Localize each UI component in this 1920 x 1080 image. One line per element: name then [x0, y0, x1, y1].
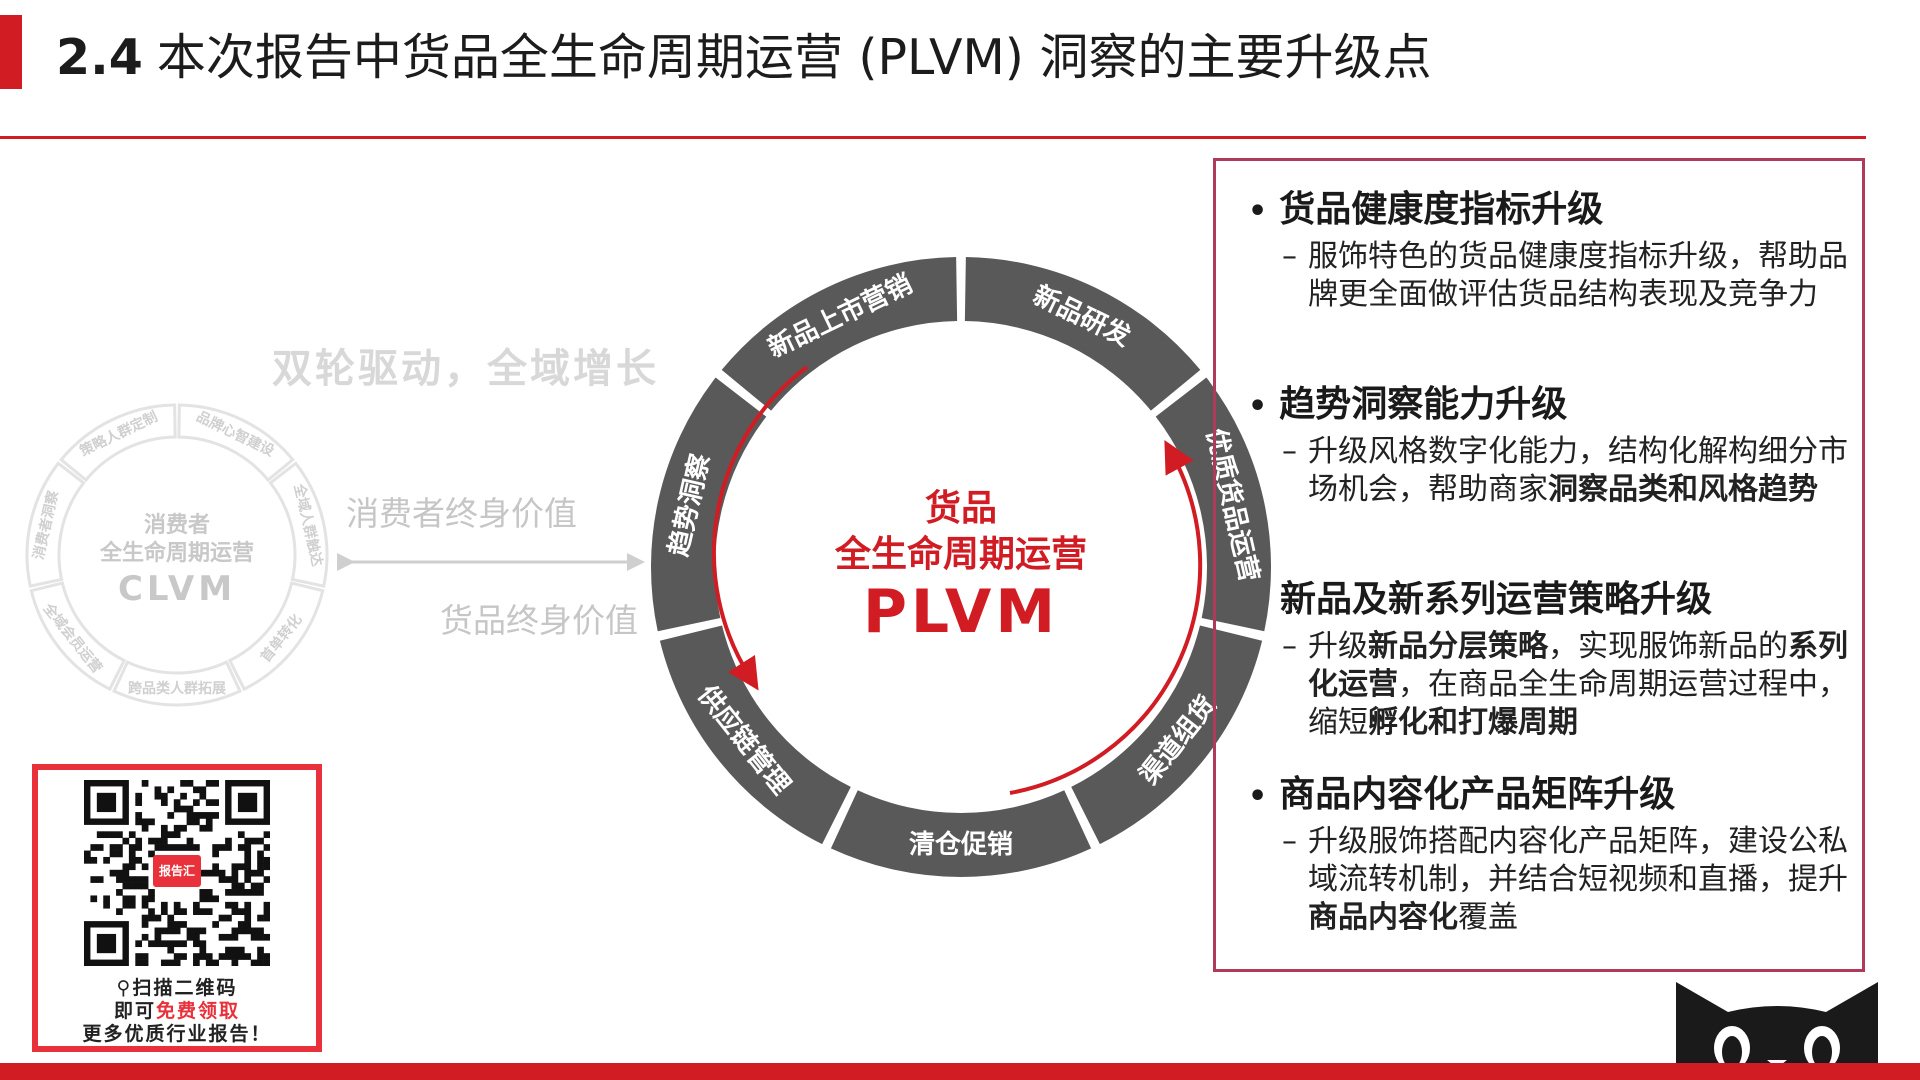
emphasis-text: 孵化和打爆周期 [1368, 705, 1578, 740]
tmall-cat-icon [1676, 982, 1878, 1070]
section-title-text: 商品内容化产品矩阵升级 [1279, 774, 1676, 815]
body-text: 升级风格数字化能力，结构化解构细分市场机会，帮助商家 [1308, 434, 1848, 507]
section-title: • 货品健康度指标升级 [1248, 180, 1603, 232]
section-title: • 趋势洞察能力升级 [1248, 375, 1567, 427]
plvm-segment [651, 377, 767, 632]
clvm-segment [227, 581, 325, 692]
clvm-line1: 消费者 [144, 513, 210, 538]
clvm-segment [25, 461, 86, 588]
plvm-segment-label: 清仓促销 [909, 829, 1013, 860]
magnifier-icon: ⚲ [116, 977, 133, 999]
qr-line1: ⚲扫描二维码 [116, 977, 238, 999]
cycle-arrow-left-icon [712, 365, 809, 691]
clvm-line3: CLVM [118, 569, 236, 609]
section-title-text: 新品及新系列运营策略升级 [1280, 579, 1713, 620]
plvm-segment [721, 257, 958, 411]
body-text: ，在商品全生命周期运营过程中，缩短 [1308, 667, 1848, 740]
plvm-line1: 货品 [925, 488, 997, 529]
qr-line2: 即可免费领取 [113, 1000, 241, 1022]
body-text: ，实现服饰新品的 [1548, 629, 1788, 664]
title-text: 本次报告中货品全生命周期运营 (PLVM) 洞察的主要升级点 [156, 29, 1432, 86]
section-title: • 商品内容化产品矩阵升级 [1248, 765, 1675, 817]
bullet-icon: • [1248, 389, 1268, 424]
clvm-segment [112, 660, 242, 707]
clvm-segment-label: 跨品类人群拓展 [128, 680, 226, 697]
cycle-arrow-right-icon [1009, 439, 1203, 795]
emphasis-text: 商品内容化 [1308, 900, 1458, 935]
section-number: 2.4 [56, 29, 143, 86]
body-text: 服饰特色的货品健康度指标升级，帮助品牌更全面做评估货品结构表现及竞争力 [1308, 239, 1848, 312]
plvm-segment [659, 625, 851, 845]
clvm-segment [59, 403, 177, 483]
dash-icon: – [1282, 239, 1297, 274]
emphasis-text: 洞察品类和风格趋势 [1548, 472, 1818, 507]
section-title-text: 货品健康度指标升级 [1279, 189, 1604, 230]
clvm-line2: 全生命周期运营 [99, 540, 254, 566]
upgrade-points-panel [1213, 158, 1865, 972]
emphasis-text: 新品分层策略 [1368, 629, 1548, 664]
dash-icon: – [1282, 434, 1297, 469]
slogan: 双轮驱动，全域增长 [272, 346, 659, 392]
clvm-segment [177, 403, 295, 483]
dash-icon: – [1282, 629, 1297, 664]
emphasis-text: 系列化运营 [1308, 629, 1848, 702]
section-body: –升级风格数字化能力，结构化解构细分市场机会，帮助商家洞察品类和风格趋势 [1282, 433, 1848, 509]
plvm-segment [830, 790, 1092, 877]
section-title-text: 趋势洞察能力升级 [1279, 384, 1568, 425]
clvm-segment [268, 461, 329, 588]
body-text: 覆盖 [1458, 900, 1518, 935]
bullet-icon: • [1248, 194, 1268, 229]
section-body: –服饰特色的货品健康度指标升级，帮助品牌更全面做评估货品结构表现及竞争力 [1282, 238, 1848, 314]
body-text: 升级服饰搭配内容化产品矩阵，建设公私域流转机制，并结合短视频和直播，提升 [1308, 824, 1848, 897]
bullet-icon: • [1248, 779, 1268, 814]
flow-label-product: 货品终身价值 [440, 601, 638, 640]
qr-badge: 报告汇 [153, 855, 201, 887]
plvm-line3: PLVM [863, 577, 1059, 647]
plvm-line2: 全生命周期运营 [834, 533, 1087, 575]
title-divider [0, 136, 1866, 139]
section-body: –升级服饰搭配内容化产品矩阵，建设公私域流转机制，并结合短视频和直播，提升商品内… [1282, 823, 1848, 937]
clvm-segment [29, 581, 127, 692]
body-text: 升级 [1308, 629, 1368, 664]
plvm-segment [964, 257, 1201, 411]
dash-icon: – [1282, 824, 1297, 859]
title-accent-bar [0, 15, 22, 89]
qr-line3: 更多优质行业报告！ [82, 1023, 272, 1045]
section-title: 新品及新系列运营策略升级 [1280, 570, 1712, 622]
section-body: –升级新品分层策略，实现服饰新品的系列化运营，在商品全生命周期运营过程中，缩短孵… [1282, 628, 1848, 742]
footer-bar [0, 1063, 1920, 1080]
flow-label-consumer: 消费者终身价值 [346, 494, 577, 533]
